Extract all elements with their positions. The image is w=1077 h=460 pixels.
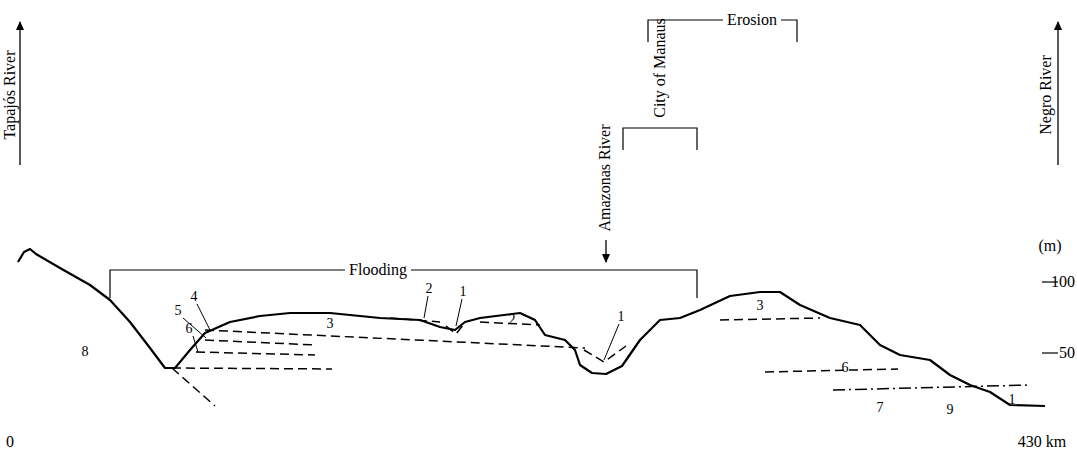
unit-label: (m) — [1038, 238, 1061, 254]
leader-line — [456, 299, 462, 326]
ground-surface — [18, 249, 1045, 406]
callout-number: 5 — [175, 304, 182, 318]
callout-number: 1 — [618, 310, 625, 324]
axis-arrow — [19, 22, 20, 165]
callout-number: 1 — [460, 285, 467, 299]
callout-number: 2 — [426, 282, 433, 296]
layer-boundary — [765, 369, 898, 372]
layer-boundary — [446, 324, 464, 334]
axis-value: 0 — [6, 434, 14, 450]
scale-tick — [1042, 352, 1058, 353]
region-label: Erosion — [723, 12, 781, 28]
scale-value: 50 — [1059, 345, 1075, 361]
leader-line — [604, 324, 619, 360]
leader-line — [193, 336, 198, 352]
callout-number: 7 — [877, 401, 884, 415]
city-bracket — [623, 128, 697, 150]
leader-line — [197, 304, 210, 330]
axis-value: 430 km — [1018, 434, 1066, 450]
layer-boundary — [390, 318, 440, 322]
callout-number: 2 — [509, 313, 516, 327]
callout-number: 8 — [82, 345, 89, 359]
callout-number: 6 — [186, 322, 193, 336]
callout-number: 1 — [1009, 393, 1016, 407]
layer-boundary — [172, 368, 215, 406]
layer-boundary — [205, 330, 585, 348]
city-label: City of Manaus — [652, 18, 668, 118]
callout-number: 4 — [191, 290, 198, 304]
callout-number: 3 — [327, 317, 334, 331]
axis-arrow — [1057, 22, 1058, 165]
river-arrow — [605, 240, 606, 262]
layer-boundary — [584, 346, 626, 362]
callout-number: 6 — [842, 361, 849, 375]
scale-value: 100 — [1051, 274, 1075, 290]
region-label: Flooding — [345, 262, 411, 278]
river-label: Negro River — [1038, 55, 1054, 135]
callout-number: 3 — [757, 299, 764, 313]
leader-line — [183, 318, 206, 338]
leader-line — [424, 296, 428, 318]
layer-boundary — [196, 352, 315, 355]
river-label: Tapajós River — [2, 50, 18, 139]
layer-boundary — [205, 340, 315, 345]
layer-boundary — [172, 368, 332, 369]
river-label: Amazonas River — [597, 124, 613, 231]
layer-boundary — [833, 385, 1030, 390]
callout-number: 9 — [947, 403, 954, 417]
layer-boundary — [720, 318, 820, 320]
